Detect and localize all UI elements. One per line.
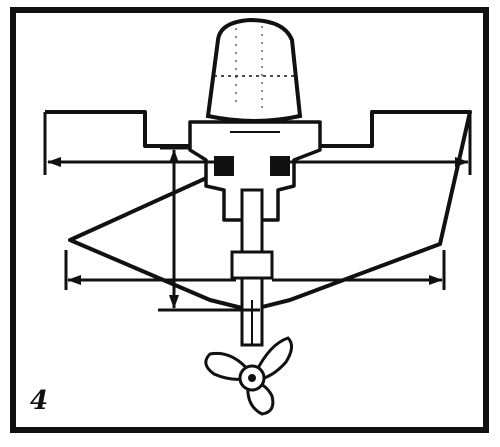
propeller-hub-nut xyxy=(248,374,256,382)
border-frame xyxy=(10,7,489,433)
figure-number: 4 xyxy=(30,386,49,416)
propeller-blade-right xyxy=(254,336,293,382)
transom-height-dimension xyxy=(158,146,260,312)
anti-cavitation-plate xyxy=(230,250,274,280)
clamp-bracket xyxy=(188,120,322,222)
clamp-screw-right xyxy=(270,156,290,176)
bottom-width-dimension xyxy=(64,250,446,290)
propeller xyxy=(204,336,293,416)
outboard-motor xyxy=(188,17,322,347)
clamp-screw-left xyxy=(214,156,234,176)
propeller-blade-left xyxy=(204,351,252,381)
motor-cowling xyxy=(205,17,303,123)
